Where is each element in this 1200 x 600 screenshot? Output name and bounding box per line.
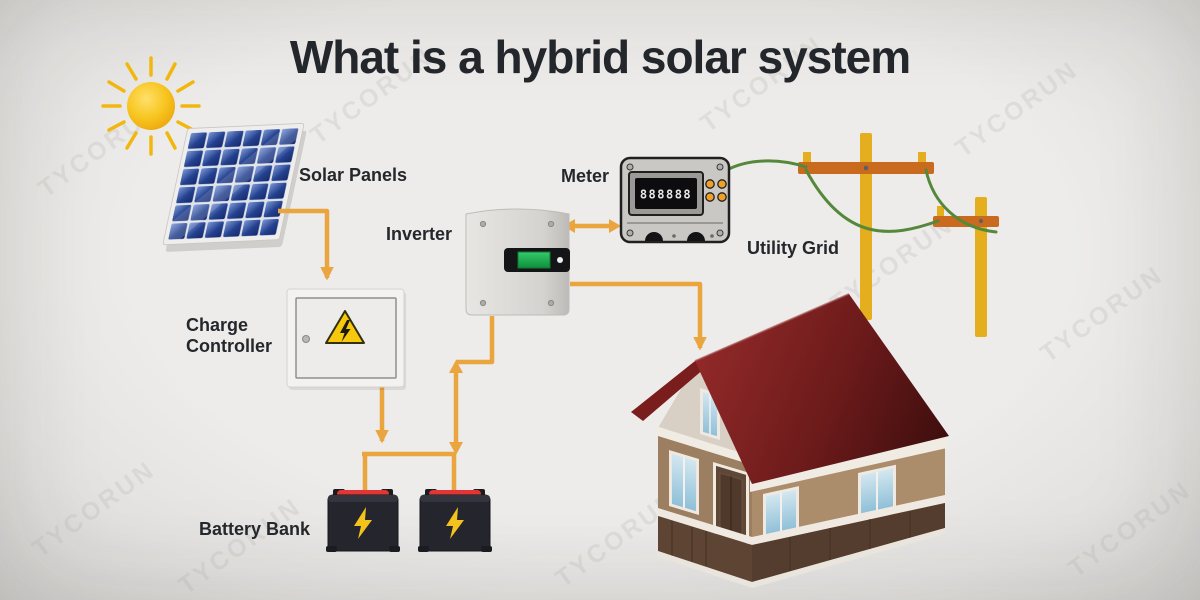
battery	[326, 489, 400, 552]
label-inverter: Inverter	[386, 224, 453, 244]
page-title: What is a hybrid solar system	[289, 31, 911, 83]
label-charge-controller: Charge Controller	[186, 315, 273, 357]
sun-icon	[101, 56, 201, 156]
lightning-bolt-icon	[354, 507, 372, 539]
label-battery-bank: Battery Bank	[199, 519, 311, 539]
utility-pole	[798, 133, 934, 320]
inverter-display	[504, 248, 570, 272]
power-line	[725, 159, 998, 234]
battery	[417, 488, 493, 553]
meter-display: 888888	[640, 188, 692, 202]
utility-pole	[933, 197, 999, 337]
solar-panel-illustration	[162, 122, 307, 252]
wire-inverter-to-battery	[456, 316, 495, 365]
wiring	[278, 208, 707, 496]
warning-icon	[325, 310, 365, 344]
label-meter: Meter	[561, 166, 610, 186]
wire-inverter-to-house	[570, 281, 707, 351]
wire-panel-to-controller	[278, 208, 334, 281]
label-solar-panels: Solar Panels	[299, 165, 408, 185]
charge-controller-box	[286, 288, 406, 390]
meter-buttons	[705, 179, 727, 202]
meter-box: 888888	[619, 156, 731, 244]
inverter-box	[465, 208, 570, 316]
label-utility-grid: Utility Grid	[747, 238, 840, 258]
house-illustration	[631, 293, 949, 588]
